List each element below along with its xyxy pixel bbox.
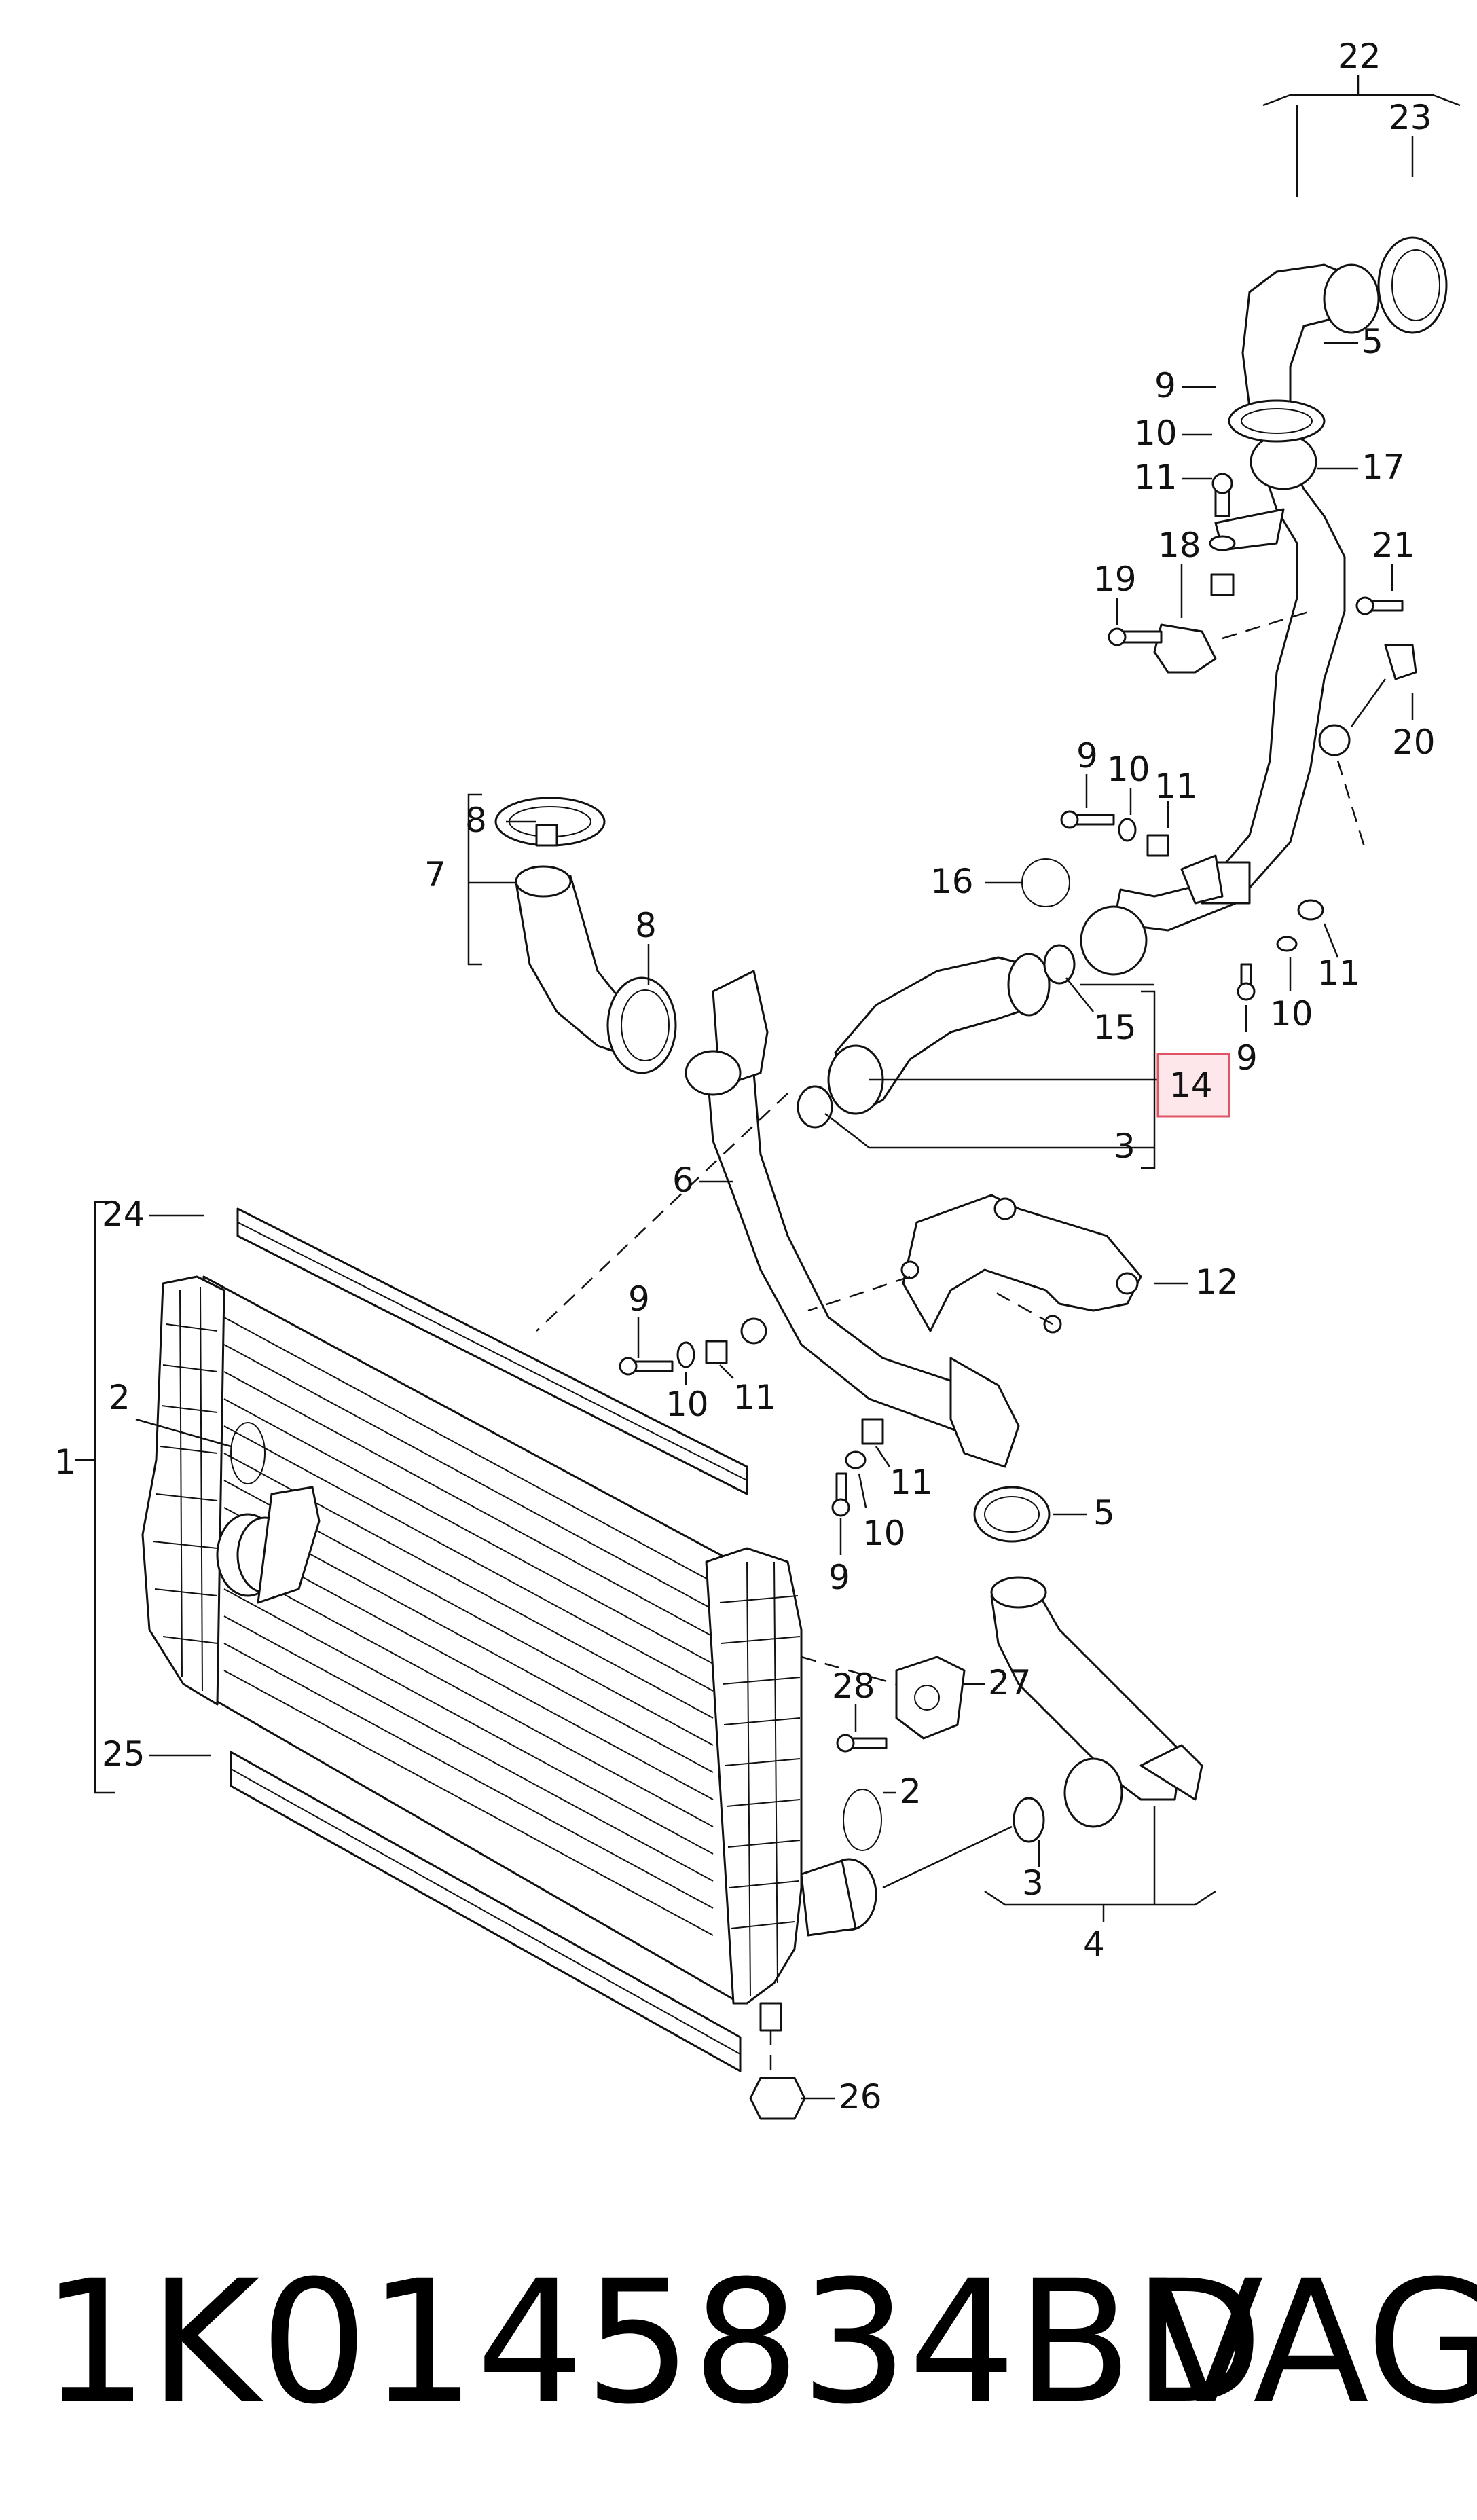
label-27: 27 bbox=[988, 1663, 1032, 1702]
fastener-set-lower-mid bbox=[831, 1418, 884, 1517]
label-1: 1 bbox=[54, 1442, 76, 1482]
label-11-mid-right: 11 bbox=[1154, 767, 1198, 806]
seal-ring-16 bbox=[1021, 858, 1070, 907]
bracket-12 bbox=[900, 1194, 1142, 1334]
label-24: 24 bbox=[102, 1194, 145, 1234]
label-9-mid-right: 9 bbox=[1076, 736, 1098, 775]
label-15: 15 bbox=[1093, 1008, 1137, 1047]
label-3-upper: 3 bbox=[1114, 1127, 1135, 1166]
label-21: 21 bbox=[1372, 526, 1415, 565]
bolt-28 bbox=[836, 1734, 888, 1753]
label-3-lower: 3 bbox=[1022, 1863, 1044, 1903]
leader-lines bbox=[75, 75, 1461, 2100]
label-10-mid-right: 10 bbox=[1107, 750, 1150, 789]
clamp-23 bbox=[1377, 236, 1448, 334]
fastener-set-mid-right bbox=[1060, 810, 1224, 905]
label-10-top: 10 bbox=[1134, 414, 1178, 453]
label-11-lower-left: 11 bbox=[733, 1378, 777, 1417]
label-8-top: 8 bbox=[465, 801, 487, 840]
bolt-19 bbox=[1108, 627, 1163, 646]
label-12: 12 bbox=[1195, 1262, 1239, 1302]
label-7: 7 bbox=[424, 855, 446, 894]
label-5-lower: 5 bbox=[1093, 1493, 1115, 1533]
label-22: 22 bbox=[1338, 37, 1381, 76]
label-9-lower-left: 9 bbox=[628, 1279, 650, 1319]
label-9-right: 9 bbox=[1236, 1038, 1258, 1078]
upper-air-guide bbox=[236, 1207, 748, 1495]
label-10-lower-mid: 10 bbox=[862, 1514, 906, 1553]
label-16: 16 bbox=[930, 862, 974, 901]
charge-air-pipe-4 bbox=[949, 1357, 1203, 1828]
seal-ring-3-lower bbox=[1013, 1797, 1045, 1843]
elbow-22 bbox=[1241, 263, 1380, 409]
label-6: 6 bbox=[672, 1161, 694, 1200]
seal-ring-15 bbox=[1043, 944, 1076, 985]
label-26: 26 bbox=[839, 2077, 882, 2117]
clamp-8-lower bbox=[606, 976, 677, 1074]
label-18: 18 bbox=[1158, 526, 1201, 565]
label-14: 14 bbox=[1169, 1065, 1213, 1105]
nut-26 bbox=[749, 2077, 806, 2120]
label-10-right: 10 bbox=[1270, 994, 1313, 1034]
label-11-lower-mid: 11 bbox=[890, 1463, 933, 1502]
label-9-top: 9 bbox=[1154, 366, 1176, 405]
fastener-set-right bbox=[1237, 899, 1324, 1001]
brand-name: VAG bbox=[1148, 2244, 1477, 2441]
charge-air-pipe-17 bbox=[1080, 433, 1346, 976]
clamp-5-top bbox=[1228, 399, 1326, 443]
clamp-5-lower bbox=[973, 1486, 1051, 1543]
label-2-left: 2 bbox=[109, 1378, 130, 1417]
label-5-top: 5 bbox=[1362, 322, 1383, 361]
part-labels: 1 2 2 3 3 4 5 5 6 7 8 8 9 9 9 9 9 10 10 … bbox=[54, 37, 1436, 2117]
label-23: 23 bbox=[1389, 98, 1432, 137]
label-28: 28 bbox=[832, 1666, 875, 1706]
intercooler bbox=[141, 1275, 877, 2032]
highlight-14 bbox=[1156, 1053, 1230, 1118]
seal-ring-3-upper bbox=[797, 1085, 833, 1129]
fastener-set-lower-left bbox=[619, 1317, 767, 1376]
label-4: 4 bbox=[1083, 1924, 1105, 1964]
seal-ring-right bbox=[843, 1789, 882, 1851]
bolt-21 bbox=[1355, 596, 1404, 615]
label-8-lower: 8 bbox=[635, 906, 657, 945]
label-9-lower-mid: 9 bbox=[828, 1558, 850, 1597]
hose-14 bbox=[827, 953, 1051, 1115]
label-2-right: 2 bbox=[900, 1772, 922, 1811]
label-19: 19 bbox=[1093, 560, 1137, 599]
label-17: 17 bbox=[1362, 448, 1405, 487]
bracket-27 bbox=[895, 1656, 966, 1740]
label-11-top: 11 bbox=[1134, 458, 1178, 497]
seal-ring-left bbox=[230, 1422, 266, 1484]
bracket-20 bbox=[1318, 644, 1417, 756]
fastener-set-top bbox=[1209, 473, 1236, 596]
label-11-right: 11 bbox=[1317, 953, 1361, 993]
part-number: 1K0145834BD bbox=[41, 2244, 1264, 2441]
lower-air-guide bbox=[230, 1751, 742, 2072]
bracket-18 bbox=[1153, 623, 1217, 674]
label-20: 20 bbox=[1392, 723, 1436, 762]
label-10-lower-left: 10 bbox=[665, 1385, 709, 1424]
label-25: 25 bbox=[102, 1734, 145, 1774]
